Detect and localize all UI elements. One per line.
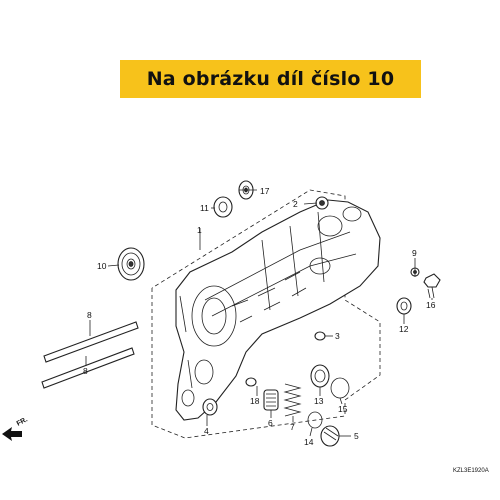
callout-labels: 1 2 3 4 5 6 7 8 8 9 10 11 12 13 14 15 16… bbox=[83, 186, 436, 447]
part-7-spring bbox=[283, 383, 302, 417]
part-5-cap bbox=[320, 425, 340, 447]
assembly-boundary bbox=[151, 189, 381, 439]
callout-18: 18 bbox=[250, 396, 260, 406]
callout-14: 14 bbox=[304, 437, 314, 447]
callout-12: 12 bbox=[399, 324, 409, 334]
part-10-bearing bbox=[117, 247, 145, 281]
part-2-seal bbox=[315, 196, 329, 210]
part-12-bearing bbox=[396, 297, 412, 315]
part-8-stud-bolts bbox=[41, 321, 139, 389]
callout-16: 16 bbox=[426, 300, 436, 310]
part-16-bolt bbox=[423, 273, 441, 299]
callout-15: 15 bbox=[338, 404, 348, 414]
figure-code: KZL3E1920A bbox=[453, 468, 489, 474]
callout-5: 5 bbox=[354, 431, 359, 441]
callout-9: 9 bbox=[412, 248, 417, 258]
callout-7: 7 bbox=[290, 422, 295, 432]
part-15-circlip bbox=[330, 377, 350, 399]
banner-text: Na obrázku díl číslo 10 bbox=[146, 68, 395, 90]
part-4-bearing bbox=[202, 398, 218, 416]
callout-11: 11 bbox=[200, 203, 209, 213]
callout-13: 13 bbox=[314, 396, 324, 406]
callout-17: 17 bbox=[260, 186, 270, 196]
part-13-gear bbox=[310, 364, 330, 388]
part-6-filter bbox=[263, 389, 279, 411]
part-18-dowel bbox=[245, 377, 257, 387]
part-14-oring bbox=[307, 411, 323, 429]
callout-6: 6 bbox=[268, 418, 273, 428]
part-11-bearing bbox=[213, 196, 233, 218]
callout-3: 3 bbox=[335, 331, 340, 341]
callout-10: 10 bbox=[97, 261, 107, 271]
direction-label: FR. bbox=[16, 416, 29, 428]
callout-1: 1 bbox=[197, 225, 202, 235]
part-3-dowel bbox=[314, 331, 326, 341]
front-direction-arrow-icon bbox=[2, 427, 22, 441]
callout-4: 4 bbox=[204, 426, 209, 436]
crankcase-body bbox=[175, 199, 381, 421]
callout-8-upper: 8 bbox=[87, 310, 92, 320]
callout-2: 2 bbox=[293, 199, 298, 209]
highlight-banner: Na obrázku díl číslo 10 bbox=[120, 60, 421, 98]
callout-8-lower: 8 bbox=[83, 366, 88, 376]
leader-lines bbox=[85, 189, 433, 437]
